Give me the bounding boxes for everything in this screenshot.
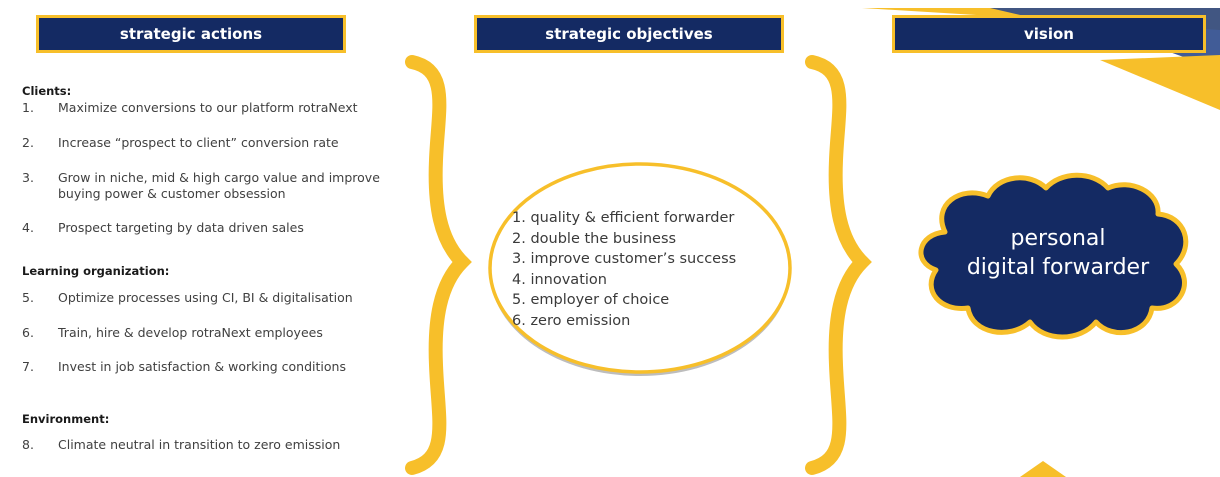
corner-stripe-gold-lower (1100, 55, 1220, 110)
objective-item: 6. zero emission (512, 312, 631, 329)
strategic-objectives-header-label: strategic objectives (545, 25, 713, 43)
vision-header-label: vision (1024, 25, 1074, 43)
action-text: Optimize processes using CI, BI & digita… (58, 290, 353, 305)
strategic-actions-header-label: strategic actions (119, 25, 263, 43)
vision-statement: personal digital forwarder (908, 224, 1208, 282)
section-title-clients: Clients: (22, 84, 72, 98)
section-title-environment: Environment: (22, 412, 110, 426)
strategic-objectives-list: 1. quality & efficient forwarder 2. doub… (512, 208, 736, 331)
action-text: Prospect targeting by data driven sales (58, 220, 304, 235)
section-title-learning-organization: Learning organization: (22, 264, 170, 278)
action-number: 7. (22, 359, 34, 374)
action-number: 6. (22, 325, 34, 340)
objective-item: 2. double the business (512, 230, 677, 247)
vision-cloud (918, 172, 1189, 340)
action-number: 1. (22, 100, 34, 115)
action-number: 2. (22, 135, 34, 150)
left-brace (405, 55, 472, 475)
vision-line-2: digital forwarder (966, 255, 1150, 280)
objective-item: 5. employer of choice (512, 292, 670, 308)
action-text: Train, hire & develop rotraNext employee… (58, 325, 323, 340)
action-number: 3. (22, 170, 34, 185)
vision-line-1: personal (1010, 226, 1106, 251)
action-text: Grow in niche, mid & high cargo value an… (58, 170, 380, 201)
objectives-ellipse (488, 162, 792, 374)
strategic-objectives-header: strategic objectives (474, 15, 784, 53)
strategic-actions-header: strategic actions (36, 15, 346, 53)
bottom-triangle (1020, 461, 1066, 477)
action-text: Maximize conversions to our platform rot… (58, 100, 358, 115)
action-number: 5. (22, 290, 34, 305)
action-text: Increase “prospect to client” conversion… (58, 135, 339, 150)
action-text: Climate neutral in transition to zero em… (58, 437, 341, 452)
objective-item: 4. innovation (512, 271, 607, 288)
right-brace (805, 55, 872, 475)
vision-header: vision (892, 15, 1206, 53)
objective-item: 1. quality & efficient forwarder (512, 210, 735, 226)
action-text: Invest in job satisfaction & working con… (58, 359, 346, 374)
action-number: 8. (22, 437, 34, 452)
objective-item: 3. improve customer’s success (512, 251, 737, 267)
action-number: 4. (22, 220, 34, 235)
